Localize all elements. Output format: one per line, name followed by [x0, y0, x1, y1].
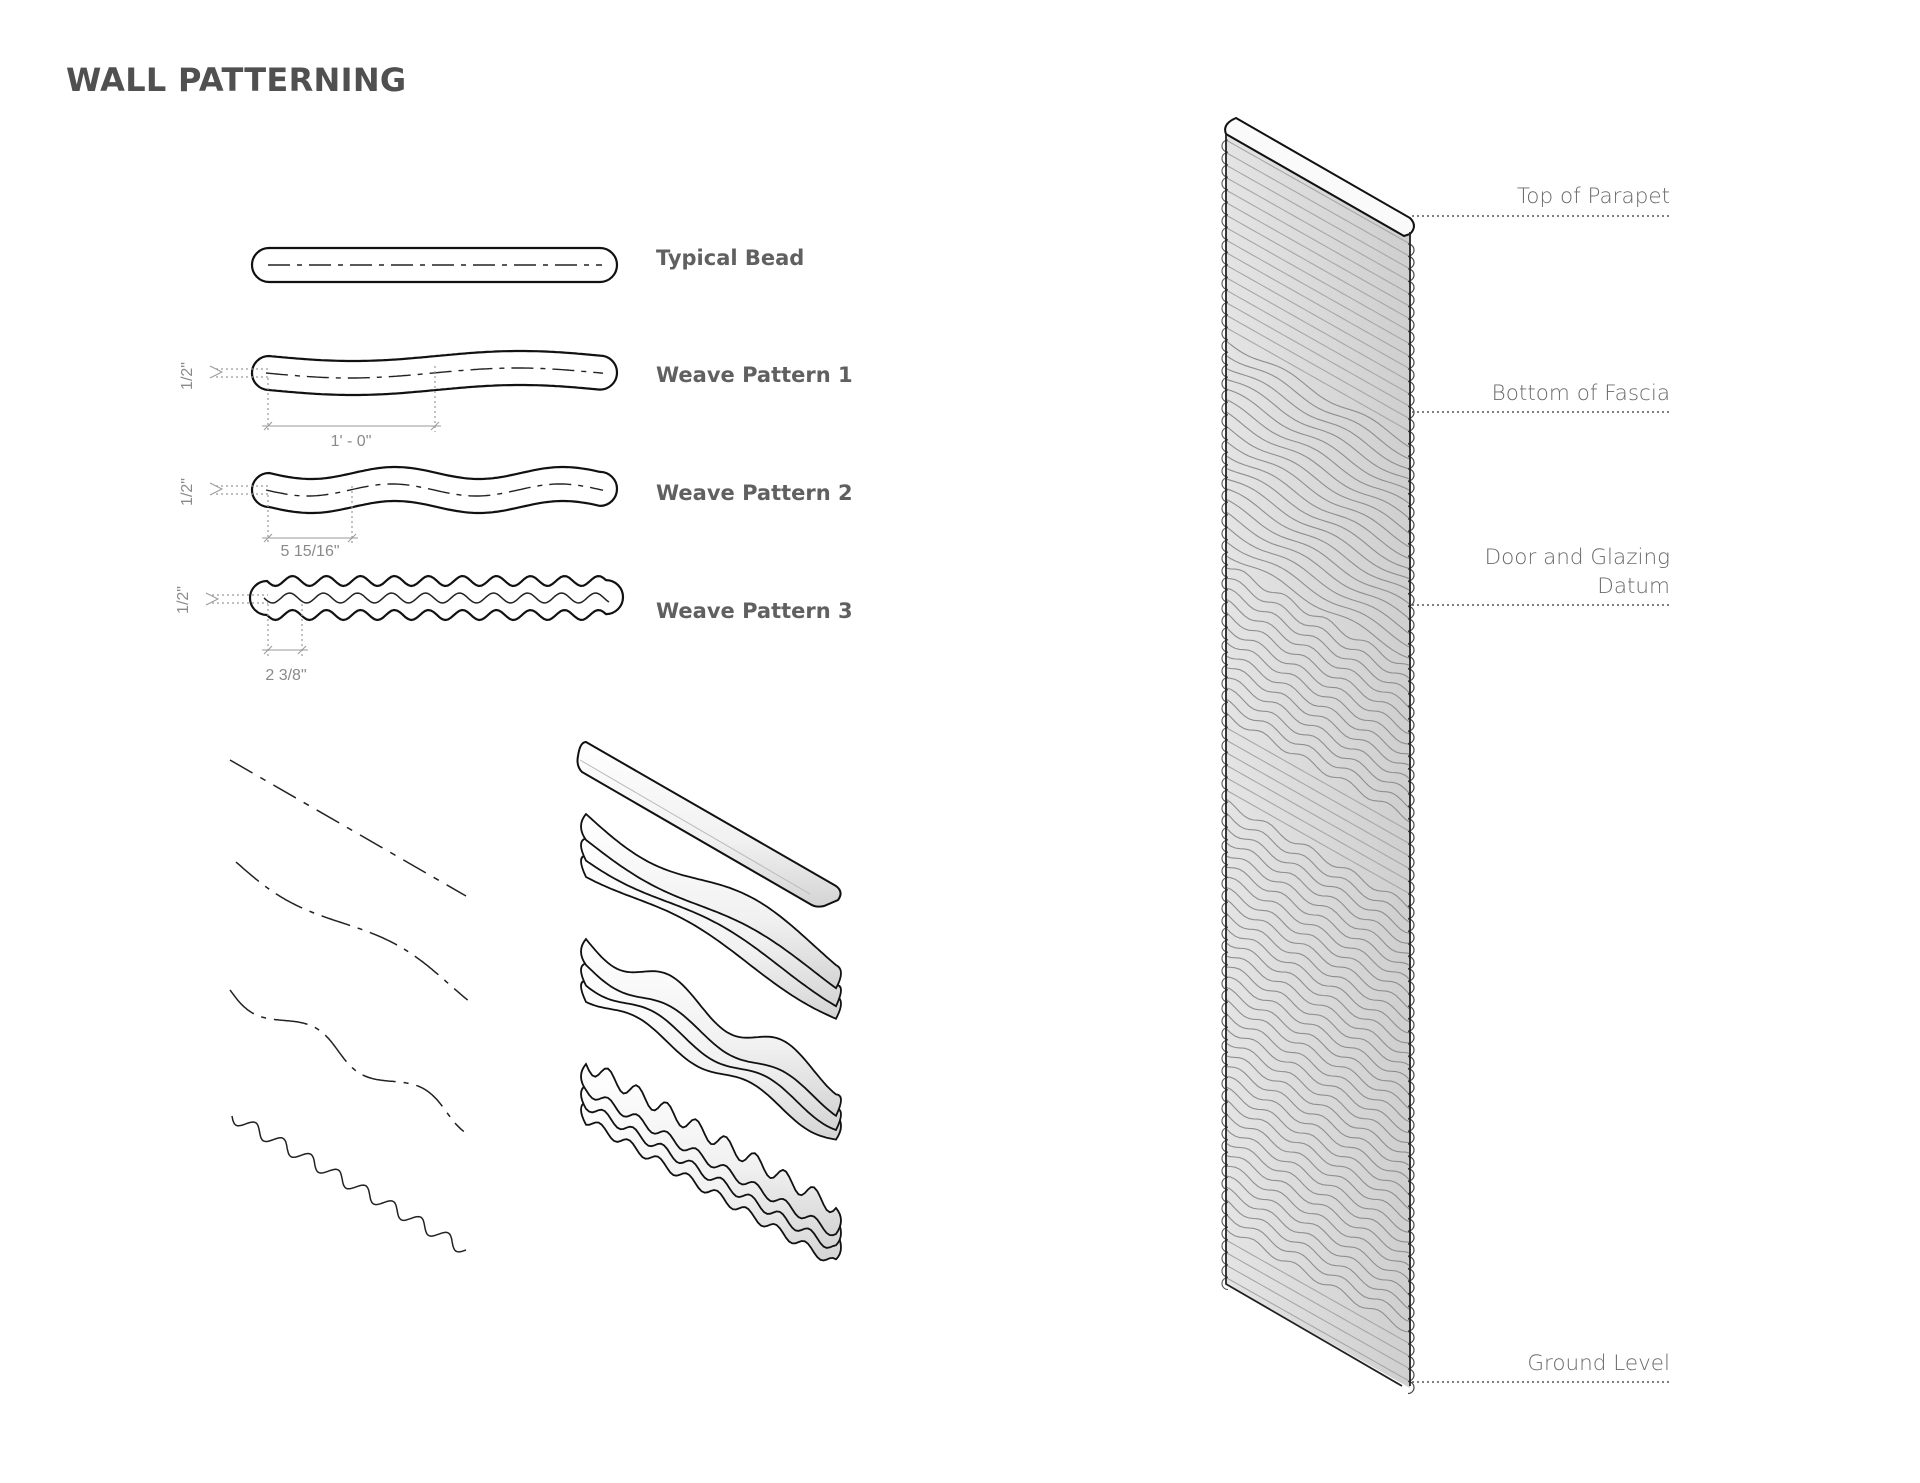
wall-top-cap [1224, 116, 1415, 238]
toolpath-typical [229, 759, 467, 897]
bead-centerline [263, 592, 610, 604]
pattern-label-weave-3: Weave Pattern 3 [656, 599, 853, 623]
amplitude-label: 1/2" [179, 478, 196, 506]
toolpath-weave-1 [235, 861, 469, 1001]
isometric-beads [576, 740, 842, 1262]
iso-bead-typical [576, 740, 842, 908]
page-title: WALL PATTERNING [66, 61, 406, 99]
datum-ground-level: Ground Level [1412, 1351, 1670, 1383]
iso-bead-stack-weave-1 [580, 812, 842, 1020]
datum-lines: Top of Parapet Bottom of Fascia Door and… [1412, 184, 1670, 1383]
bead-centerline [265, 483, 604, 497]
amplitude-dimension: 1/2" [179, 362, 268, 390]
toolpath-weave-3 [231, 1115, 467, 1253]
pattern-label-weave-1: Weave Pattern 1 [656, 363, 853, 387]
period-dimension: 1' - 0" [262, 366, 441, 450]
period-label: 5 15/16" [280, 543, 339, 560]
datum-label-line-2: Datum [1597, 574, 1670, 599]
period-dimension: 5 15/16" [262, 486, 358, 560]
datum-label: Bottom of Fascia [1492, 381, 1670, 406]
typical-bead: Typical Bead [250, 246, 804, 284]
amplitude-label: 1/2" [175, 586, 192, 614]
weave-pattern-3: Weave Pattern 3 1/2" 2 3/8" [175, 574, 853, 684]
datum-door-and-glazing: Door and Glazing Datum [1412, 545, 1670, 606]
datum-label-line-1: Door and Glazing [1485, 545, 1670, 570]
datum-label: Top of Parapet [1517, 184, 1670, 209]
isometric-toolpaths [229, 759, 469, 1253]
iso-bead-stack-weave-3 [580, 1062, 842, 1262]
period-label: 1' - 0" [331, 433, 372, 450]
period-dimension: 2 3/8" [262, 604, 308, 684]
weave-pattern-1: Weave Pattern 1 1/2" 1' - 0" [179, 349, 853, 450]
bead-outline [248, 574, 625, 622]
amplitude-label: 1/2" [179, 362, 196, 390]
pattern-label-weave-2: Weave Pattern 2 [656, 481, 853, 505]
period-label: 2 3/8" [265, 667, 306, 684]
datum-top-of-parapet: Top of Parapet [1412, 184, 1670, 217]
isometric-wall [1221, 116, 1415, 1395]
amplitude-dimension: 1/2" [175, 586, 268, 614]
amplitude-dimension: 1/2" [179, 478, 268, 506]
datum-bottom-of-fascia: Bottom of Fascia [1412, 381, 1670, 413]
pattern-label-typical-bead: Typical Bead [656, 246, 804, 270]
datum-label: Ground Level [1527, 1351, 1670, 1376]
iso-bead-stack-weave-2 [580, 937, 842, 1141]
toolpath-weave-2 [229, 989, 465, 1133]
weave-pattern-2: Weave Pattern 2 1/2" 5 15/16" [179, 465, 853, 560]
